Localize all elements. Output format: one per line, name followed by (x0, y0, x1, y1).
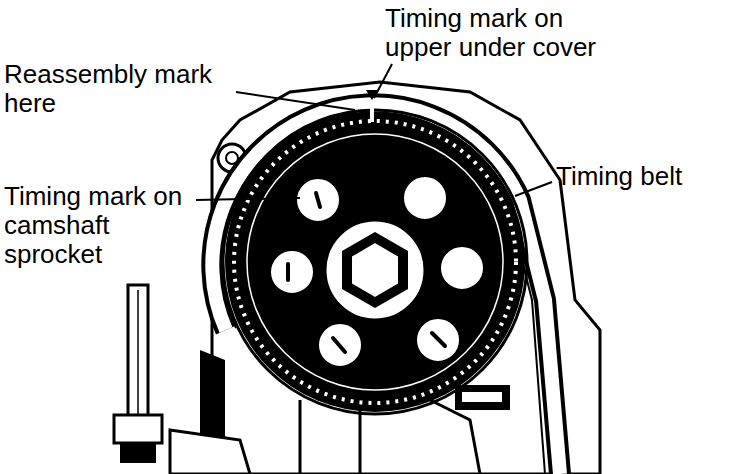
part-label: Timing belt (556, 162, 732, 191)
part-label: Reassembly mark here (4, 60, 239, 118)
part-label: Timing mark on camshaft sprocket (4, 182, 194, 269)
part-label: Timing mark on upper under cover (385, 4, 621, 62)
